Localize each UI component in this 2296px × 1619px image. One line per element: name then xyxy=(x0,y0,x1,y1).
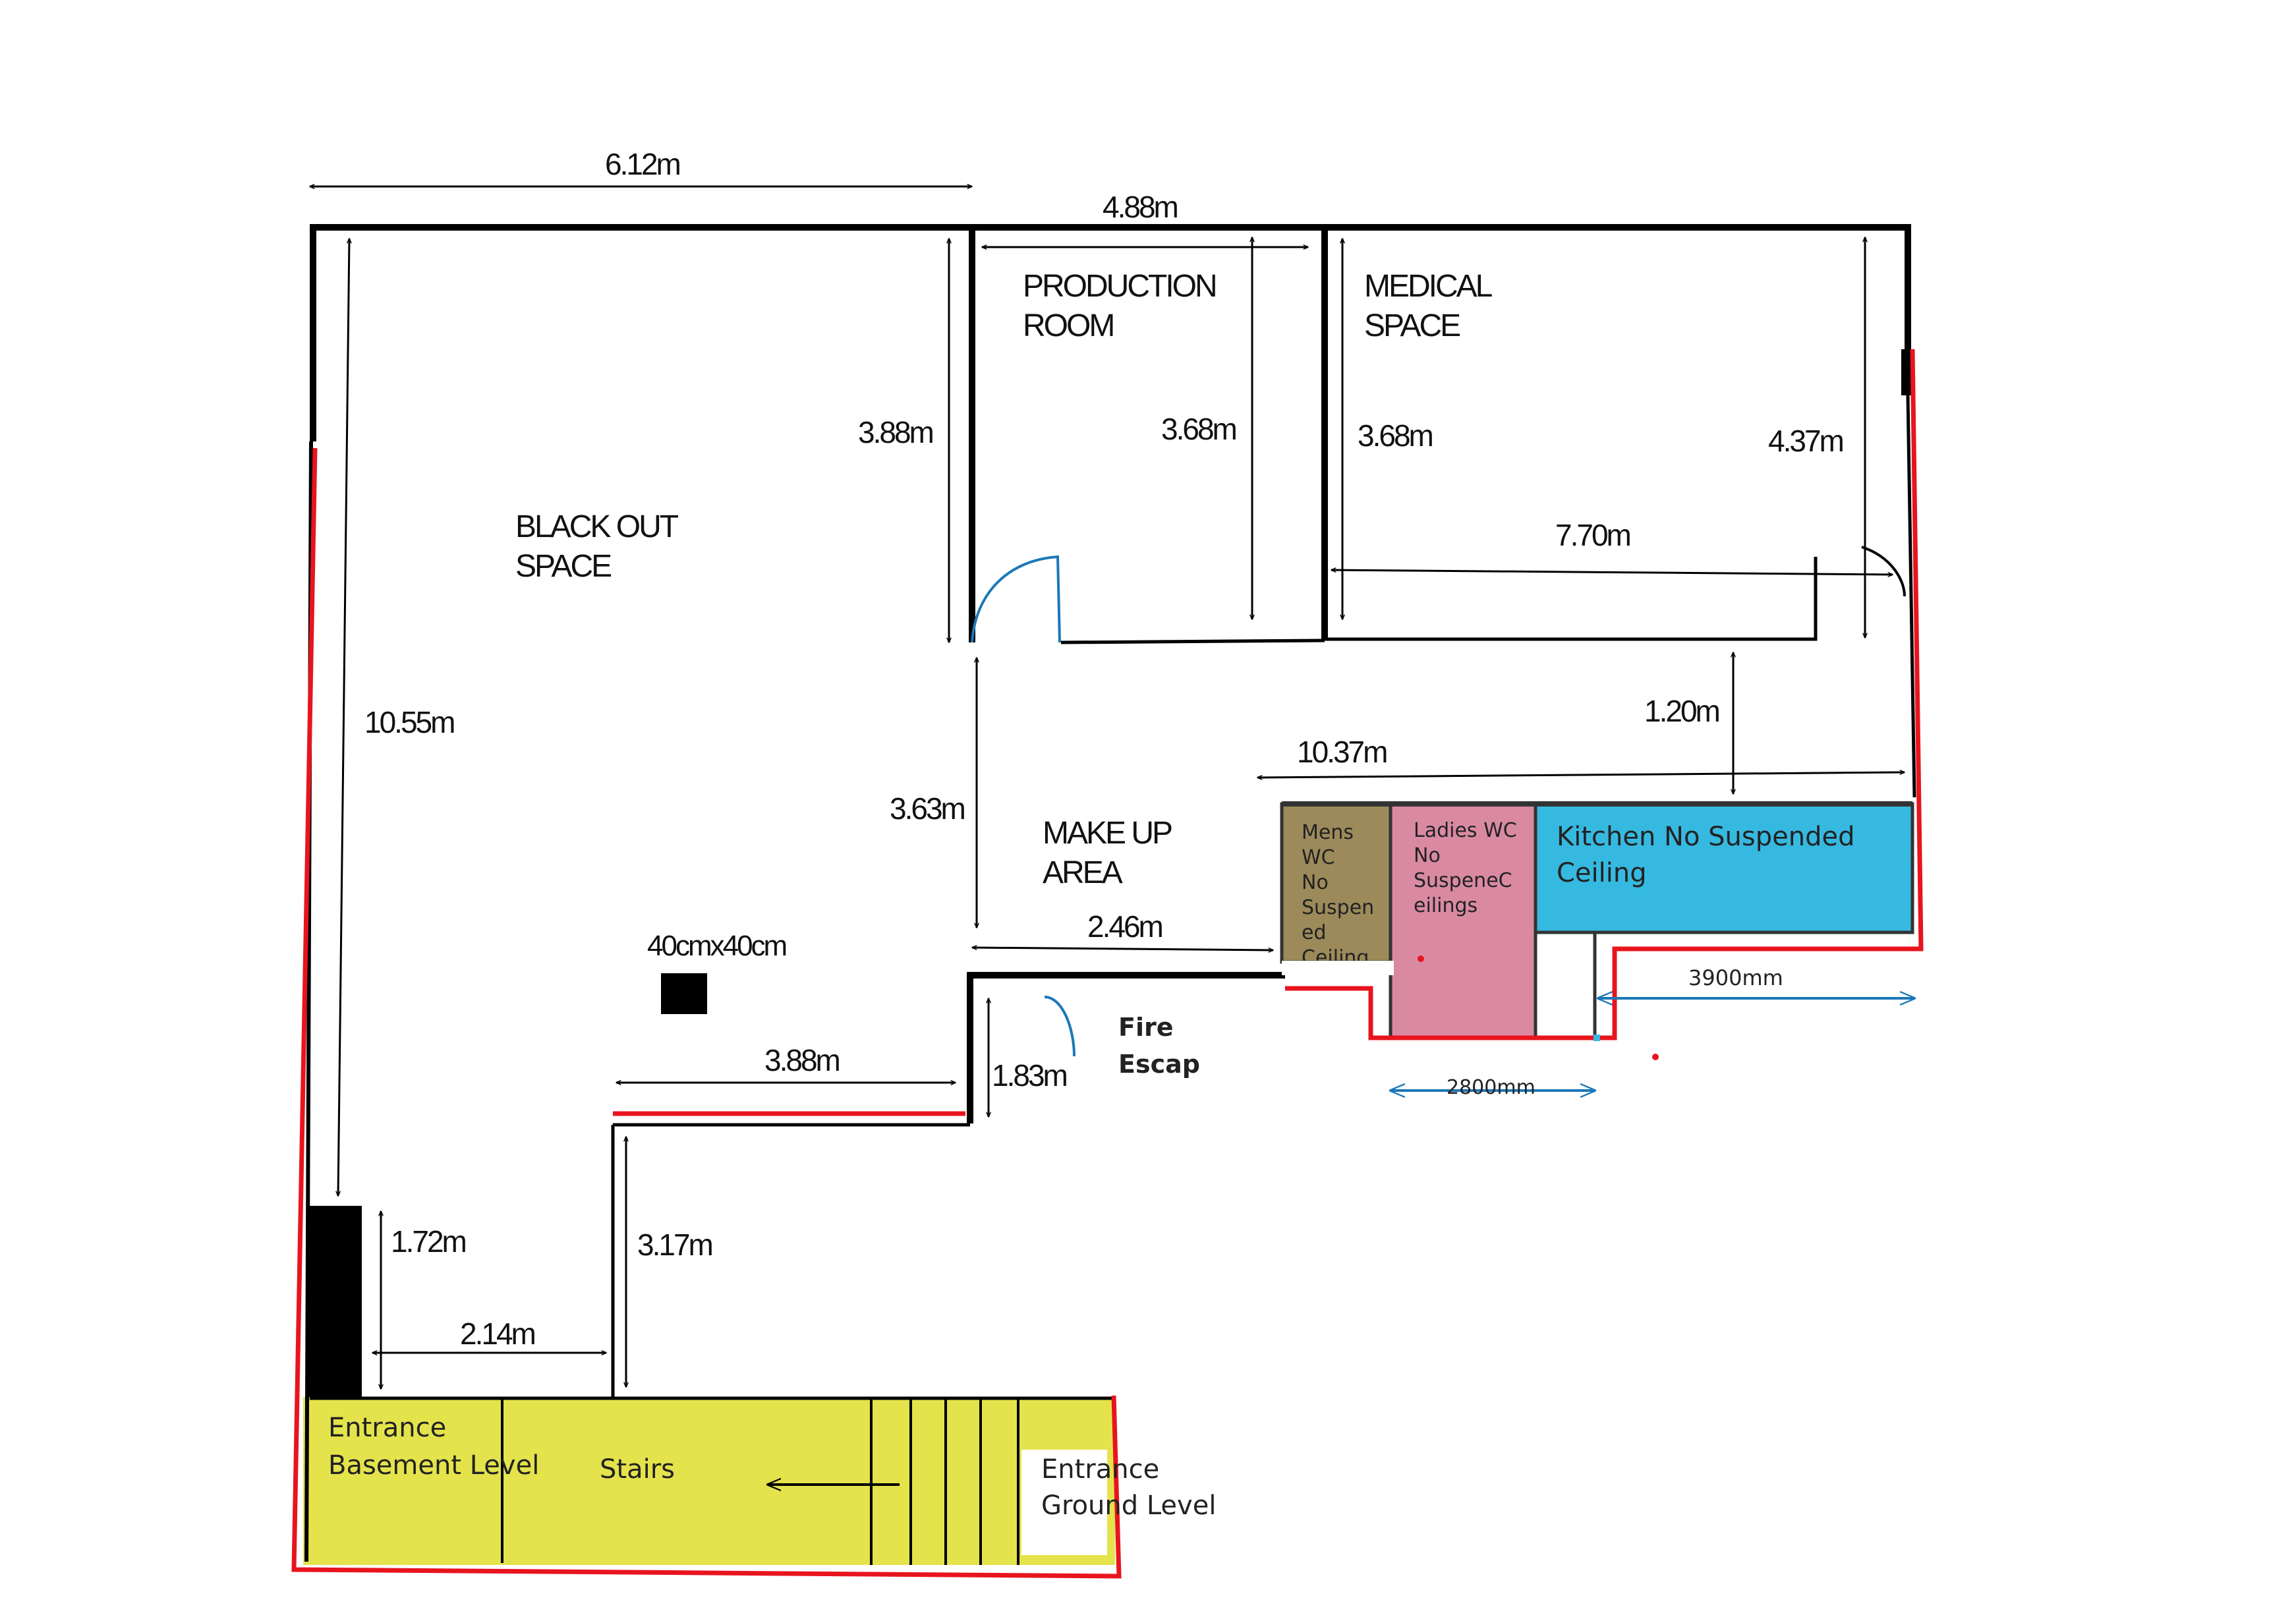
fire-escape-label-1: Fire xyxy=(1118,1013,1174,1042)
red-boundary-main xyxy=(291,447,1122,1579)
svg-text:3.68m: 3.68m xyxy=(1161,412,1236,446)
column-40x40 xyxy=(661,973,707,1014)
stairs-label: Stairs xyxy=(600,1454,675,1485)
svg-text:Ladies WC: Ladies WC xyxy=(1414,819,1517,842)
red-mark-ladies-wc xyxy=(1418,955,1424,962)
east-wall-thin xyxy=(1906,395,1916,798)
production-label-1: PRODUCTION xyxy=(1023,269,1216,304)
entrance-basement-1: Entrance xyxy=(328,1413,446,1443)
svg-text:Ceiling: Ceiling xyxy=(1557,858,1647,888)
svg-text:3.88m: 3.88m xyxy=(858,415,933,449)
production-door-swing xyxy=(971,555,1061,643)
production-label-2: ROOM xyxy=(1023,308,1113,343)
stair-treads xyxy=(870,1398,1019,1565)
entrance-pillar xyxy=(308,1206,362,1397)
medical-front-wall xyxy=(1325,557,1818,641)
makeup-label-1: MAKE UP xyxy=(1043,816,1172,851)
svg-text:1.72m: 1.72m xyxy=(391,1224,466,1259)
east-wall-pillar xyxy=(1901,349,1910,395)
medical-door-swing xyxy=(1861,546,1906,597)
svg-text:4.88m: 4.88m xyxy=(1103,190,1178,224)
svg-text:10.55m: 10.55m xyxy=(364,705,454,739)
ground-entrance-patch xyxy=(1021,1450,1107,1555)
makeup-wall xyxy=(967,972,1285,1123)
wc-labels: Mens WC No Suspen ed Ceiling Ladies WC N… xyxy=(1302,819,1854,969)
svg-text:3.88m: 3.88m xyxy=(764,1043,840,1077)
svg-text:Mens: Mens xyxy=(1302,821,1354,844)
svg-text:No: No xyxy=(1302,871,1329,894)
svg-text:3.68m: 3.68m xyxy=(1358,418,1433,453)
svg-text:3900mm: 3900mm xyxy=(1688,965,1783,990)
svg-text:7.70m: 7.70m xyxy=(1555,518,1630,552)
svg-text:6.12m: 6.12m xyxy=(605,147,680,181)
fire-escape-label-2: Escap xyxy=(1118,1050,1200,1079)
dimension-labels: 6.12m 4.88m 3.88m 3.68m 3.68m 4.37m 7.70… xyxy=(364,147,1845,1351)
svg-text:Kitchen No Suspended: Kitchen No Suspended xyxy=(1557,822,1854,852)
svg-text:eilings: eilings xyxy=(1414,894,1478,917)
entrance-ground-2: Ground Level xyxy=(1041,1491,1216,1521)
svg-text:2800mm: 2800mm xyxy=(1447,1076,1535,1099)
room-labels: BLACK OUT SPACE PRODUCTION ROOM MEDICAL … xyxy=(515,269,1495,962)
kitchen-area xyxy=(1534,802,1914,934)
column-label: 40cmx40cm xyxy=(647,930,786,962)
makeup-label-2: AREA xyxy=(1043,855,1123,890)
blue-corner-mark xyxy=(1593,1035,1600,1041)
medical-label-2: SPACE xyxy=(1364,308,1460,343)
svg-text:ed: ed xyxy=(1302,921,1327,944)
svg-text:2.14m: 2.14m xyxy=(460,1317,535,1351)
svg-text:WC: WC xyxy=(1302,846,1335,869)
svg-text:1.20m: 1.20m xyxy=(1644,694,1719,728)
production-front-wall xyxy=(1060,639,1325,644)
svg-text:Suspen: Suspen xyxy=(1302,896,1374,919)
entrance-ground-1: Entrance xyxy=(1041,1454,1159,1485)
blackout-label-1: BLACK OUT xyxy=(515,509,679,544)
mens-wc-bottom-border xyxy=(1282,961,1394,975)
red-mark-outside xyxy=(1652,1054,1659,1060)
svg-text:10.37m: 10.37m xyxy=(1297,735,1387,769)
entrance-labels: Fire Escap Entrance Basement Level Stair… xyxy=(328,1013,1216,1521)
svg-text:2.46m: 2.46m xyxy=(1087,909,1162,944)
svg-text:SuspeneC: SuspeneC xyxy=(1414,869,1512,892)
svg-text:1.83m: 1.83m xyxy=(992,1058,1067,1093)
medical-label-1: MEDICAL xyxy=(1364,269,1493,304)
svg-text:No: No xyxy=(1414,844,1441,867)
fire-escape-door-swing xyxy=(1044,996,1076,1057)
red-boundary-east xyxy=(1285,349,1924,1040)
svg-text:3.17m: 3.17m xyxy=(637,1228,712,1262)
blackout-label-2: SPACE xyxy=(515,549,611,584)
outer-wall-top xyxy=(310,224,1911,441)
store-cupboard xyxy=(1534,930,1597,1040)
entrance-basement-2: Basement Level xyxy=(328,1450,539,1481)
svg-text:3.63m: 3.63m xyxy=(890,791,965,826)
svg-text:4.37m: 4.37m xyxy=(1768,424,1843,458)
dimension-arrows xyxy=(310,186,1905,1389)
